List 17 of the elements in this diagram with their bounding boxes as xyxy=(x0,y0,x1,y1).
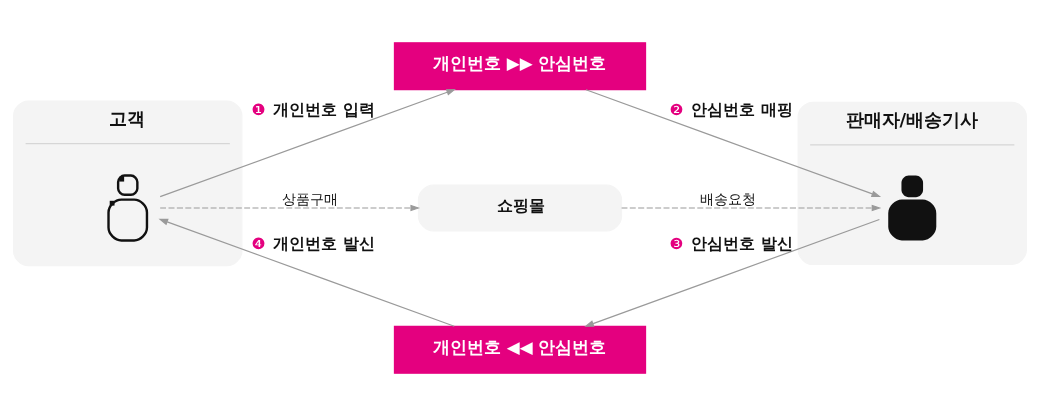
edge-label: 상품구매 xyxy=(281,190,338,207)
cluster: 고객 xyxy=(13,100,243,267)
arrow xyxy=(159,89,456,198)
arrow xyxy=(585,89,882,198)
edge-label: ❷ 안심번호 매핑 xyxy=(669,100,793,119)
node-box: 개인번호 ◀◀ 안심번호 xyxy=(393,325,647,374)
node-box: 쇼핑몰 xyxy=(417,184,623,232)
edge-label: ❸ 안심번호 발신 xyxy=(669,235,793,254)
arrow xyxy=(621,204,882,212)
edge-label: 배송요청 xyxy=(699,190,756,207)
cluster: 판매자/배송기사 xyxy=(797,101,1027,266)
arrow xyxy=(158,218,455,327)
edge-label: ❹ 개인번호 발신 xyxy=(251,235,375,254)
edge-label: ❶ 개인번호 입력 xyxy=(251,100,375,119)
node-box: 개인번호 ▶▶ 안심번호 xyxy=(393,42,647,91)
arrow xyxy=(159,204,420,212)
arrow xyxy=(584,218,880,327)
